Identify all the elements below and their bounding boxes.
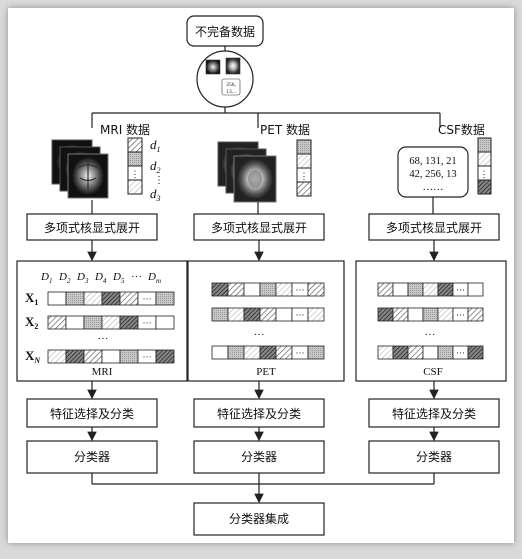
mri-row-x2: ··· xyxy=(47,315,175,330)
ensemble-box xyxy=(193,502,325,536)
pet-feature-select-label: 特征选择及分类 xyxy=(217,406,301,421)
mri-D-header: D1 D2 D3 D4 D5 ··· Dm xyxy=(40,271,161,285)
csf-panel-label: CSF xyxy=(423,366,443,378)
csf-expand-box xyxy=(368,213,500,241)
d-label-1: d1 xyxy=(150,137,161,154)
svg-text:···: ··· xyxy=(296,348,305,358)
svg-text:···: ··· xyxy=(131,271,142,283)
svg-text:···: ··· xyxy=(296,310,305,320)
mri-expand-label: 多项式核显式展开 xyxy=(44,221,140,235)
mini-mri-icon xyxy=(205,59,221,75)
merge-lines xyxy=(91,473,435,504)
csf-feature-select-box xyxy=(368,398,500,428)
pet-row-ellipsis: ··· xyxy=(254,329,265,341)
diagram-canvas: 不完备数据 256, 13... MRI 数据 ⋮ xyxy=(8,8,514,543)
csf-row-2: ··· xyxy=(377,307,484,322)
pet-data-label: PET 数据 xyxy=(260,122,310,137)
mri-feature-column: ⋮ xyxy=(127,137,143,195)
pet-feature-column: ⋮ xyxy=(296,139,312,197)
svg-text:···: ··· xyxy=(456,310,465,320)
svg-text:X1: X1 xyxy=(25,290,38,307)
pet-row-1: ··· xyxy=(211,282,325,297)
flowchart: 不完备数据 256, 13... MRI 数据 ⋮ xyxy=(16,15,507,536)
mini-csf-box xyxy=(221,78,241,96)
csf-row-n: ··· xyxy=(377,345,484,360)
csf-value-row-2: 42, 256, 13 xyxy=(409,169,456,180)
mri-classifier-label: 分类器 xyxy=(74,450,110,464)
mri-feature-select-label: 特征选择及分类 xyxy=(50,406,134,421)
pet-expand-box xyxy=(193,213,325,241)
svg-text:···: ··· xyxy=(143,352,152,362)
csf-data-label: CSF数据 xyxy=(438,122,485,137)
svg-text:XN: XN xyxy=(25,348,41,365)
mri-feature-rows: ··· ··· ··· xyxy=(47,291,175,364)
svg-text:···: ··· xyxy=(143,294,152,304)
svg-text:D5: D5 xyxy=(112,271,125,285)
csf-classifier-box xyxy=(368,440,500,474)
mri-row-ellipsis: ··· xyxy=(98,333,109,345)
pet-expand-label: 多项式核显式展开 xyxy=(211,221,307,235)
csf-row-1: ··· xyxy=(377,282,484,297)
csf-feature-rows: ··· ··· ··· xyxy=(377,282,484,360)
incomplete-data-title: 不完备数据 xyxy=(195,24,255,39)
d-label-3: d3 xyxy=(150,186,161,203)
svg-text:X2: X2 xyxy=(25,314,38,331)
svg-text:D3: D3 xyxy=(76,271,89,285)
mri-d-labels: d1 d2 ⋮ d3 xyxy=(150,137,164,203)
csf-feature-select-label: 特征选择及分类 xyxy=(392,406,476,421)
svg-text:⋮: ⋮ xyxy=(480,169,489,179)
pet-panel-label: PET xyxy=(256,366,276,378)
mri-row-x1: ··· xyxy=(47,291,175,306)
top-node: 不完备数据 256, 13... xyxy=(186,15,264,108)
mini-pet-icon xyxy=(225,57,241,75)
mri-panel-label: MRI xyxy=(92,366,113,378)
pet-feature-select-box xyxy=(193,398,325,428)
pet-image-stack xyxy=(217,141,277,203)
svg-text:···: ··· xyxy=(143,318,152,328)
svg-text:Dm: Dm xyxy=(147,271,161,285)
mri-data-label: MRI 数据 xyxy=(100,122,150,137)
mri-expand-box xyxy=(26,213,158,241)
pet-classifier-box xyxy=(193,440,325,474)
mini-csf-value-2: 13... xyxy=(226,89,236,95)
svg-text:D2: D2 xyxy=(58,271,71,285)
ensemble-label: 分类器集成 xyxy=(229,511,289,526)
pet-row-n: ··· xyxy=(211,345,325,360)
pet-classifier-label: 分类器 xyxy=(241,450,277,464)
mri-row-xn: ··· xyxy=(47,349,175,364)
mri-feature-select-box xyxy=(26,398,158,428)
pet-branch: PET 数据 ⋮ 多项式核显式展开 ··· ··· ··· ··· PET 特征选择… xyxy=(187,122,345,474)
pet-row-2: ··· xyxy=(211,307,325,322)
svg-text:···: ··· xyxy=(456,348,465,358)
svg-text:D4: D4 xyxy=(94,271,107,285)
mri-image-stack xyxy=(51,139,109,199)
d-label-2: d2 xyxy=(150,158,161,175)
svg-text:⋮: ⋮ xyxy=(154,175,164,186)
svg-text:⋮: ⋮ xyxy=(300,171,309,181)
mini-csf-value-1: 256, xyxy=(226,82,236,88)
csf-row-ellipsis: ··· xyxy=(425,329,436,341)
csf-expand-label: 多项式核显式展开 xyxy=(386,221,482,235)
mri-x-labels: X1 X2 XN xyxy=(25,290,41,365)
svg-text:···: ··· xyxy=(456,285,465,295)
csf-feature-column: ⋮ xyxy=(477,137,492,195)
csf-branch: CSF数据 68, 131, 21 42, 256, 13 …… ⋮ 多项式核显… xyxy=(355,122,507,474)
mri-branch: MRI 数据 ⋮ d1 d2 ⋮ d3 多项式核显式展开 xyxy=(16,122,188,474)
distribution-lines xyxy=(91,107,441,128)
pet-feature-rows: ··· ··· ··· xyxy=(211,282,325,360)
svg-text:⋮: ⋮ xyxy=(131,169,140,179)
svg-text:D1: D1 xyxy=(40,271,52,285)
csf-value-row-3: …… xyxy=(423,182,444,193)
svg-text:···: ··· xyxy=(296,285,305,295)
csf-value-row-1: 68, 131, 21 xyxy=(409,156,456,167)
csf-classifier-label: 分类器 xyxy=(416,450,452,464)
